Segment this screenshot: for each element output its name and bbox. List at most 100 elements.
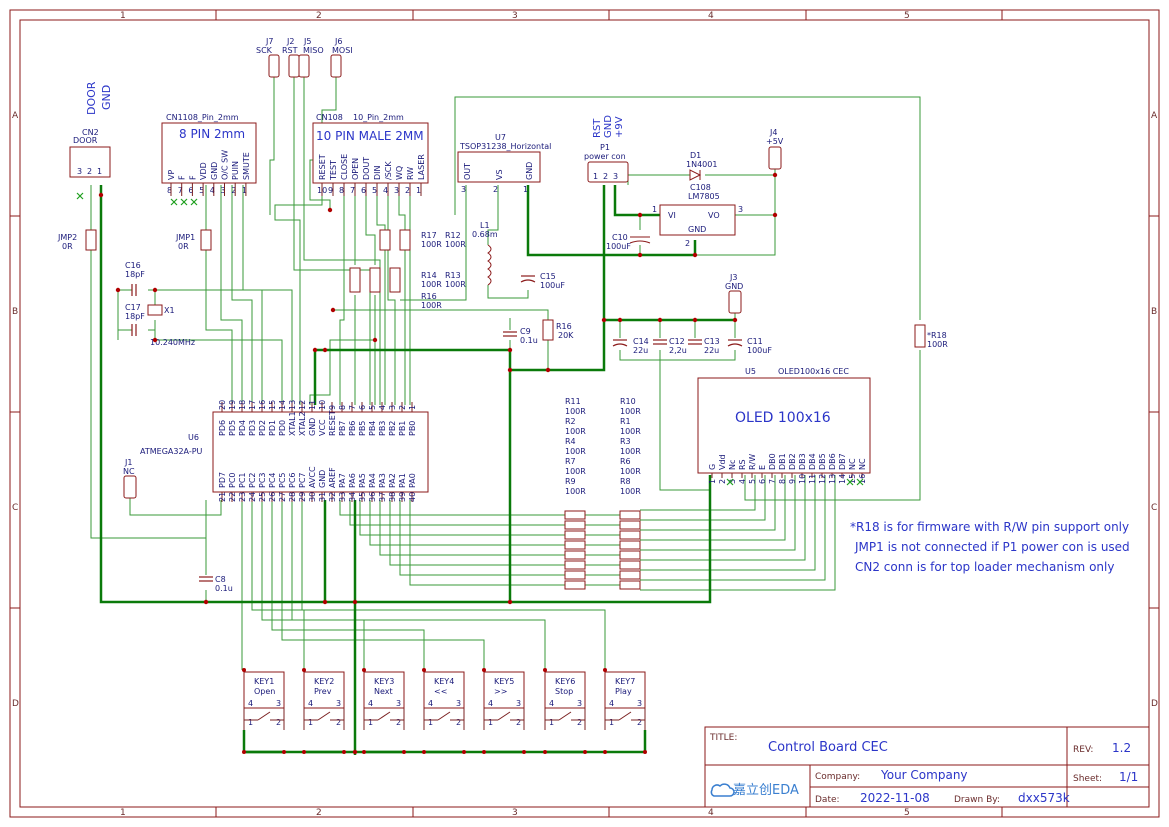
key-pin-number: 2 xyxy=(396,718,401,727)
cn1108-pin-number: 3 xyxy=(221,186,226,195)
u6-bottom-pin-number: 37 xyxy=(378,492,387,502)
key-pin-number: 1 xyxy=(428,718,433,727)
u6-pins: 20PD6PD72119PD5PC02218PD4PC12317PD3PC224… xyxy=(218,400,417,502)
u6-bottom-signal: PC0 xyxy=(228,473,237,489)
array-resistor-right xyxy=(619,510,641,520)
regulator-lm7805: D1 1N4001 C108 LM7805 VI VO GND 1 2 3 C1… xyxy=(606,151,743,251)
c8-ref: C8 xyxy=(215,575,226,584)
r17-body xyxy=(379,229,391,251)
key-body xyxy=(604,671,646,709)
jmp2-body xyxy=(85,229,97,251)
u6-top-signal: XTAL2 xyxy=(298,411,307,436)
signal-wires xyxy=(90,75,921,670)
u6-bottom-pin-number: 27 xyxy=(278,492,287,502)
cn2-rot-label-top: DOOR xyxy=(85,81,98,115)
u7-sig-gnd: GND xyxy=(525,162,534,180)
key-ref: KEY7 xyxy=(615,677,635,686)
u6-bottom-signal: PC3 xyxy=(258,473,267,489)
frame-row-d: D xyxy=(12,699,19,709)
key-pin-number: 3 xyxy=(276,699,281,708)
u6-bottom-pin-number: 28 xyxy=(288,492,297,502)
u7-ref: U7 xyxy=(495,133,506,142)
l1-ref: L1 xyxy=(480,221,490,230)
cn1108-pin-number: 5 xyxy=(199,186,204,195)
cn108-pin-number: 7 xyxy=(350,186,355,195)
frame-col-2: 2 xyxy=(316,11,322,21)
tb-date-label: Date: xyxy=(815,795,840,805)
logo-text: 嘉立创EDA xyxy=(733,783,799,798)
cn108-signal: DIN xyxy=(373,165,382,180)
r14-val: 100R xyxy=(421,280,442,289)
j5-ref: J5 xyxy=(303,37,311,46)
no-connect-icon xyxy=(726,478,864,486)
key-ref: KEY3 xyxy=(374,677,394,686)
passives xyxy=(85,229,926,348)
array-resistor-right xyxy=(619,570,641,580)
resistor-label-right: R10 xyxy=(620,397,636,406)
u7-pin-1: 1 xyxy=(523,185,528,194)
cn108-signal: OPEN xyxy=(351,158,360,180)
j4-name: +5V xyxy=(766,137,784,146)
inductor-l1-icon xyxy=(487,244,492,286)
cn1108-signal: O/C SW xyxy=(221,150,230,180)
key-name: Prev xyxy=(314,687,332,696)
header-j3: J3 GND xyxy=(725,273,743,314)
cn1108-pin-number: 1 xyxy=(242,186,247,195)
reg-body xyxy=(659,204,736,236)
j5-name: MISO xyxy=(303,46,324,55)
u6-top-pin-number: 15 xyxy=(268,400,277,410)
cn1108-pin-number: 6 xyxy=(188,186,193,195)
u5-signal: Nc xyxy=(728,460,737,470)
key-ref: KEY1 xyxy=(254,677,274,686)
key-pin-number: 3 xyxy=(456,699,461,708)
u6-top-pin-number: 18 xyxy=(238,400,247,410)
j6-ref: J6 xyxy=(334,37,342,46)
isp-headers: J7 SCK J2 RST J5 MISO J6 MOSI xyxy=(256,37,353,78)
key-ref: KEY6 xyxy=(555,677,575,686)
u6-bottom-signal: PA6 xyxy=(348,473,357,488)
j4-body xyxy=(768,146,782,170)
cn1108-ref: CN1108_Pin_2mm xyxy=(166,113,239,122)
resistor-label-right: R6 xyxy=(620,457,631,466)
key-pin-number: 1 xyxy=(308,718,313,727)
c10-ref: C10 xyxy=(612,233,628,242)
p1-pin-2: 2 xyxy=(603,172,608,181)
u6-top-pin-number: 5 xyxy=(368,405,377,410)
key-pin-number: 1 xyxy=(368,718,373,727)
key-pin-number: 2 xyxy=(276,718,281,727)
r16b-body xyxy=(389,267,401,293)
u6-top-signal: PD1 xyxy=(268,420,277,436)
u6-name: ATMEGA32A-PU xyxy=(140,447,203,456)
tb-rev-label: REV: xyxy=(1073,745,1093,755)
key-body xyxy=(303,671,345,709)
cn108-pin-number: 6 xyxy=(361,186,366,195)
tb-title: Control Board CEC xyxy=(768,740,888,755)
key-name: << xyxy=(434,687,447,696)
capacitor-plates xyxy=(131,275,743,582)
u5-pin-number: 14 xyxy=(838,474,847,484)
key-pin-number: 4 xyxy=(368,699,373,708)
u7-sig-vs: VS xyxy=(495,169,504,180)
u6-top-signal: RESET xyxy=(328,410,337,436)
p1-sig-9v: +9V xyxy=(614,116,625,138)
tb-date: 2022-11-08 xyxy=(860,791,930,805)
u5-pin-number: 1 xyxy=(708,479,717,484)
u5-pin-number: 7 xyxy=(768,479,777,484)
u6-top-pin-number: 19 xyxy=(228,400,237,410)
c9-val: 0.1u xyxy=(520,336,538,345)
array-resistor-left xyxy=(564,510,586,520)
key-pin-number: 1 xyxy=(488,718,493,727)
u6-bottom-signal: PD7 xyxy=(218,472,227,488)
c15-val: 100uF xyxy=(540,281,565,290)
key-pin-number: 2 xyxy=(637,718,642,727)
frame-col-4-bottom: 4 xyxy=(708,808,714,818)
array-resistor-right xyxy=(619,550,641,560)
u5-pin-number: 4 xyxy=(738,479,747,484)
c9-ref: C9 xyxy=(520,327,531,336)
resistor-label-right: R8 xyxy=(620,477,631,486)
frame-col-5: 5 xyxy=(904,11,910,21)
cn108-ref: CN108 xyxy=(316,113,343,122)
j2-name: RST xyxy=(282,46,298,55)
c16-val: 18pF xyxy=(125,270,145,279)
